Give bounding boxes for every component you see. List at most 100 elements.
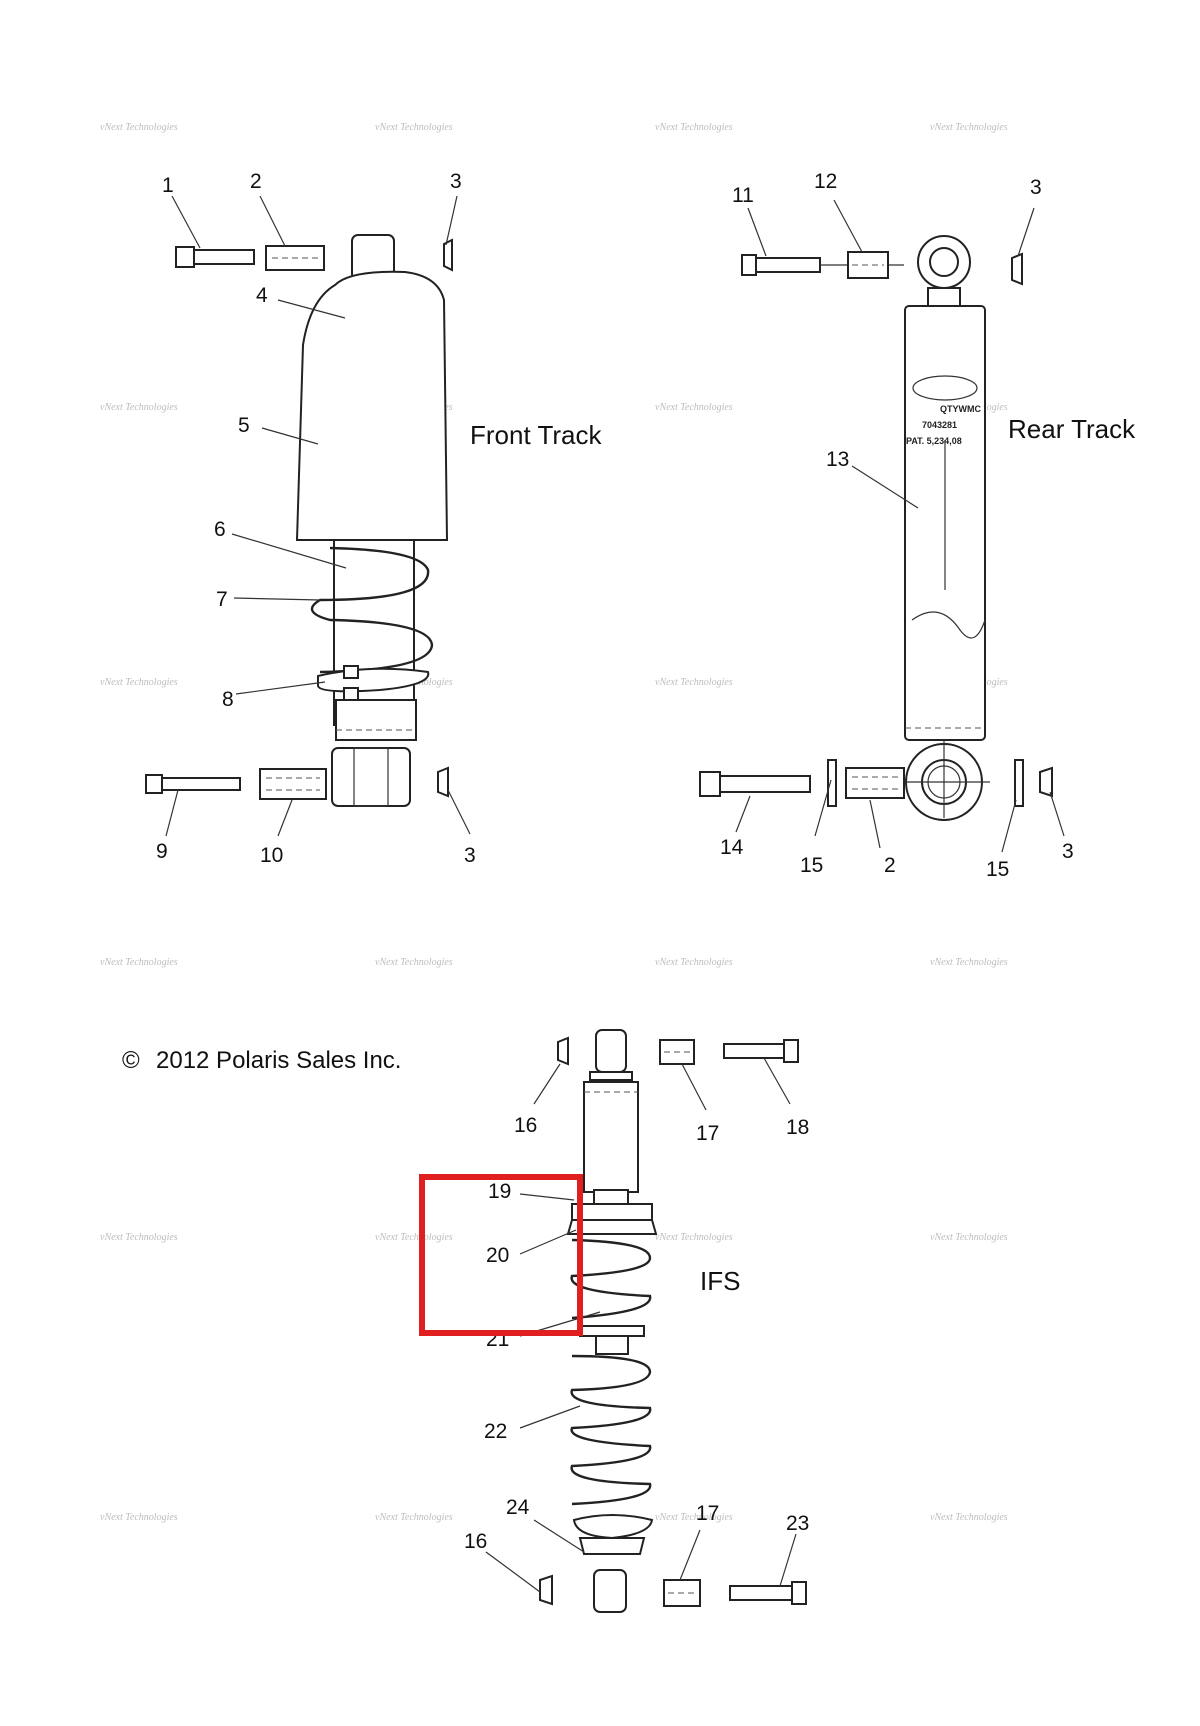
ifs-top-eye[interactable] [589,1029,633,1081]
watermark: vNext Technologies [375,1512,453,1523]
front-shock-body[interactable] [295,270,449,541]
watermark: vNext Technologies [100,1232,178,1243]
callout-16: 16 [464,1530,487,1553]
rear-shock-top-eye[interactable] [917,235,971,307]
watermark: vNext Technologies [375,957,453,968]
watermark: vNext Technologies [930,1232,1008,1243]
ifs-assembly: 16 17 18 19 20 21 22 24 16 17 23 IFS [464,1029,809,1613]
bushing-10[interactable] [259,768,327,800]
nut-3-bottom[interactable] [437,766,449,798]
callout-4: 4 [256,284,268,307]
watermark: vNext Technologies [375,1232,453,1243]
front-shock-lower-eye[interactable] [331,747,411,807]
front-track-assembly: 1 2 3 4 5 6 7 8 9 10 3 Front Track [145,170,602,867]
watermark: vNext Technologies [100,957,178,968]
washer-15-right[interactable] [1014,759,1024,807]
nut-3-top[interactable] [443,238,453,272]
bushing-2-rear[interactable] [845,767,905,799]
rear-shock-patent-label: PAT. 5,234,08 [906,436,962,446]
front-shock-lower-body[interactable] [335,699,417,741]
watermark: vNext Technologies [655,677,733,688]
front-leaders [165,195,471,837]
watermark: vNext Technologies [100,677,178,688]
callout-5: 5 [238,414,250,437]
ifs-leaders [485,1057,797,1593]
watermark-layer: vNext Technologies vNext Technologies vN… [100,122,1008,1523]
callout-22: 22 [484,1420,507,1443]
copyright-symbol: © [122,1047,140,1074]
bolt-1[interactable] [175,246,255,268]
watermark: vNext Technologies [655,122,733,133]
bolt-11[interactable] [741,254,821,276]
watermark: vNext Technologies [930,957,1008,968]
callout-12: 12 [814,170,837,193]
bushing-17-top[interactable] [659,1039,695,1065]
ifs-crossover-ring[interactable] [579,1325,645,1355]
callout-19: 19 [488,1180,511,1203]
nut-16-top[interactable] [557,1036,569,1066]
callout-3: 3 [464,844,476,867]
rear-leaders [735,199,1065,853]
bushing-17-bottom[interactable] [663,1579,701,1607]
callout-2: 2 [250,170,262,193]
callout-23: 23 [786,1512,809,1535]
callout-11: 11 [732,184,754,207]
callout-14: 14 [720,836,744,859]
ifs-title: IFS [700,1266,740,1296]
copyright-text: 2012 Polaris Sales Inc. [156,1047,401,1074]
bolt-23[interactable] [729,1581,807,1605]
callout-16: 16 [514,1114,537,1137]
rear-track-assembly: QTYWMC 7043281 PAT. 5,234,08 [699,170,1136,881]
rear-shock-code-label: QTYWMC [940,404,981,414]
callout-3: 3 [450,170,462,193]
ifs-main-spring-22[interactable] [570,1354,652,1506]
nut-3-rear-top[interactable] [1011,252,1023,286]
ifs-shock-body[interactable] [583,1081,639,1193]
ifs-lower-seat-24[interactable] [572,1514,654,1555]
callout-9: 9 [156,840,168,863]
watermark: vNext Technologies [375,122,453,133]
watermark: vNext Technologies [930,122,1008,133]
washer-15-left[interactable] [827,759,837,807]
callout-2: 2 [884,854,896,877]
watermark: vNext Technologies [930,1512,1008,1523]
callout-24: 24 [506,1496,530,1519]
watermark: vNext Technologies [655,402,733,413]
watermark: vNext Technologies [100,1512,178,1523]
callout-3: 3 [1030,176,1042,199]
ifs-upper-spring[interactable] [570,1238,652,1320]
callout-6: 6 [214,518,226,541]
callout-20: 20 [486,1244,509,1267]
rear-track-title: Rear Track [1008,414,1136,444]
callout-1: 1 [162,174,174,197]
callout-17: 17 [696,1122,719,1145]
callout-13: 13 [826,448,849,471]
callout-17: 17 [696,1502,719,1525]
callout-15: 15 [800,854,823,877]
highlight-box [419,1174,583,1336]
bolt-14[interactable] [699,771,811,797]
watermark: vNext Technologies [100,122,178,133]
watermark: vNext Technologies [655,1232,733,1243]
callout-18: 18 [786,1116,809,1139]
bushing-2[interactable] [265,245,325,271]
bolt-18-top[interactable] [723,1039,799,1063]
ifs-top-collar[interactable] [566,1189,658,1235]
nut-16-bottom[interactable] [539,1574,553,1606]
ifs-lower-eye[interactable] [593,1569,627,1613]
front-spring-7[interactable] [310,546,434,674]
callout-8: 8 [222,688,234,711]
nut-3-rear-bottom[interactable] [1039,766,1053,798]
rear-shock-serial-label: 7043281 [922,420,957,430]
front-track-title: Front Track [470,420,602,450]
copyright-notice: © 2012 Polaris Sales Inc. [122,1047,401,1074]
spacer-12[interactable] [847,251,889,279]
callout-3: 3 [1062,840,1074,863]
watermark: vNext Technologies [655,957,733,968]
callout-10: 10 [260,844,283,867]
callout-7: 7 [216,588,228,611]
bolt-9[interactable] [145,774,241,794]
rear-shock-body-13[interactable]: QTYWMC 7043281 PAT. 5,234,08 [904,305,986,741]
callout-15: 15 [986,858,1009,881]
